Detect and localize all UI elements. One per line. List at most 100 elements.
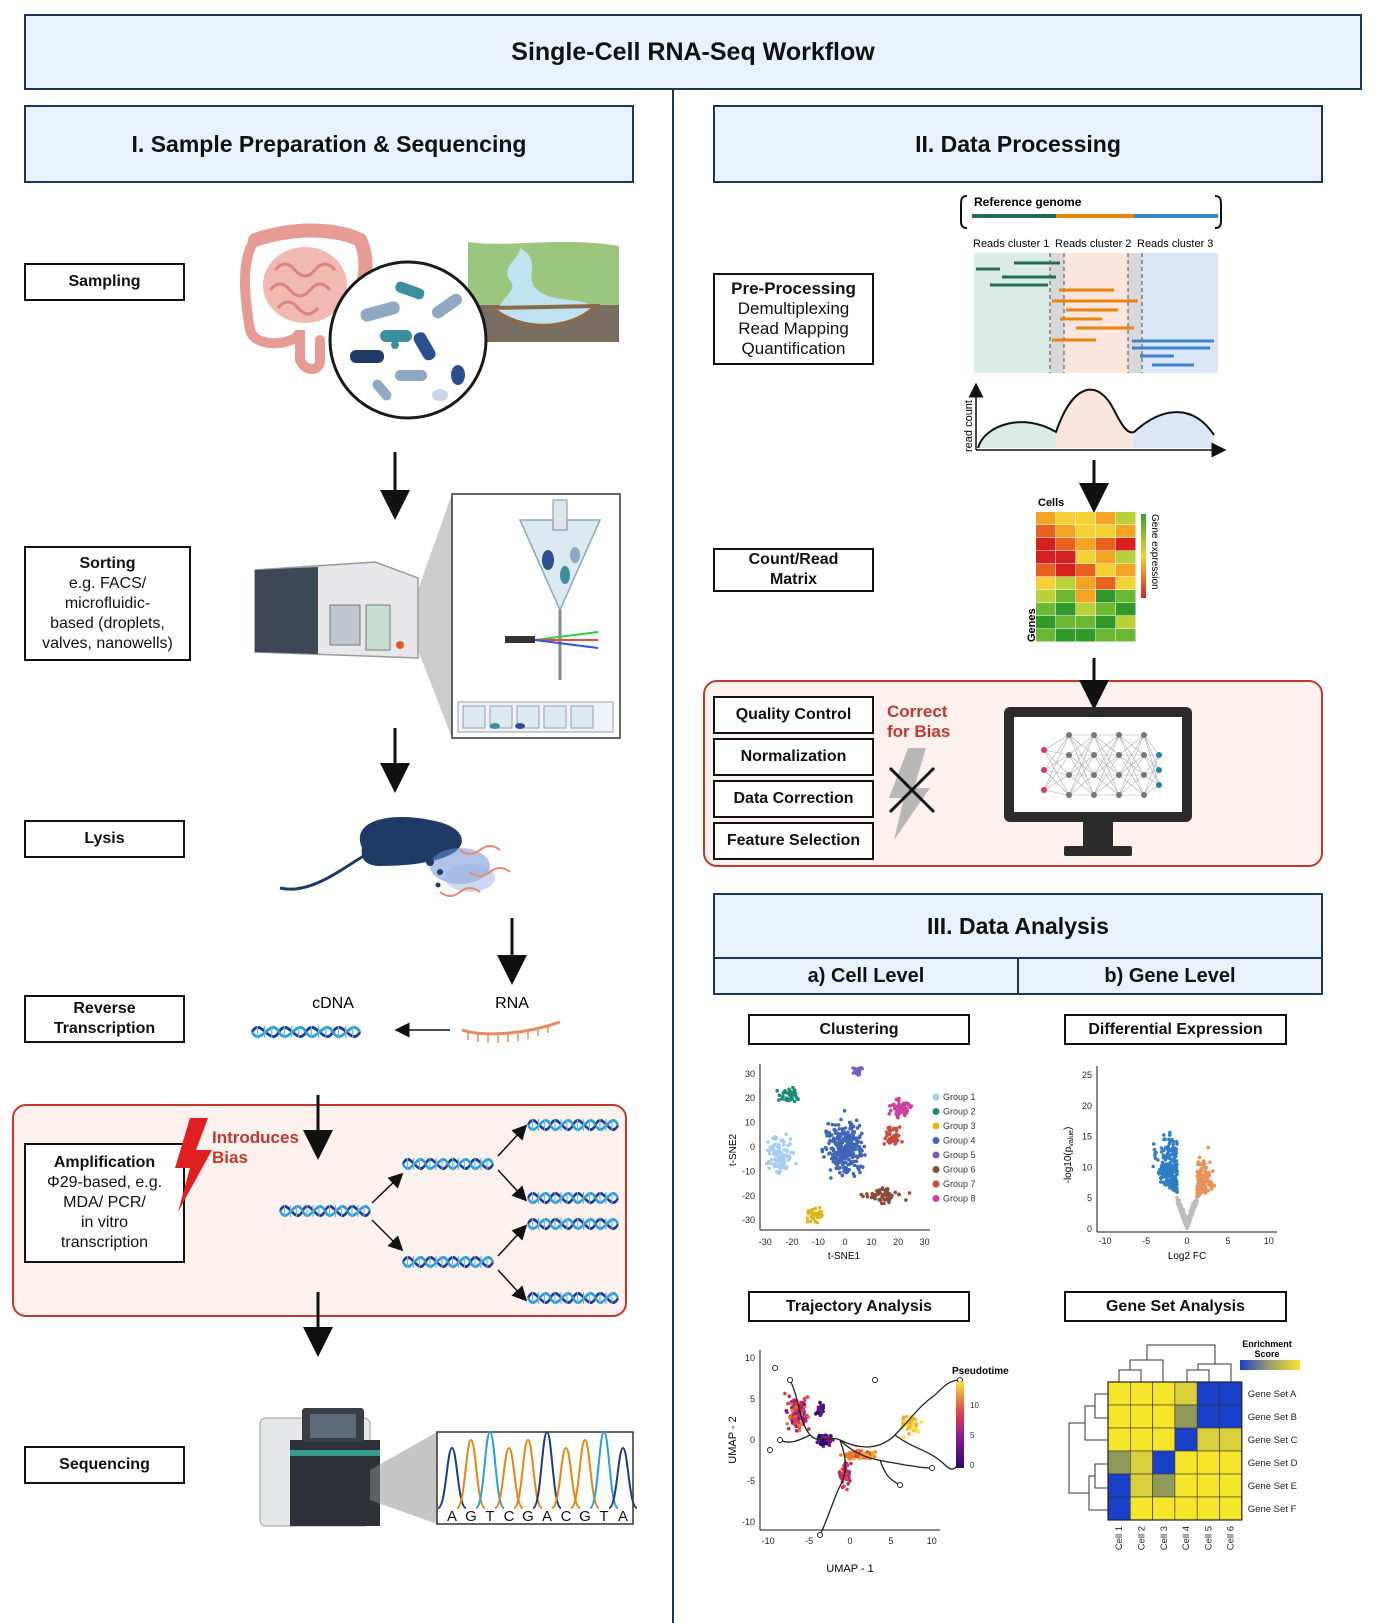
volcano-x-tick: 0 bbox=[1184, 1236, 1189, 1246]
tsne-point bbox=[851, 1171, 856, 1176]
step-amp-line: transcription bbox=[60, 1234, 149, 1251]
geneset-cell bbox=[1107, 1404, 1131, 1429]
step-rt-line: Transcription bbox=[53, 1020, 156, 1037]
tsne-point bbox=[788, 1142, 792, 1146]
tsne-point bbox=[894, 1128, 899, 1133]
geneset-cell bbox=[1219, 1404, 1243, 1429]
tsne-point bbox=[781, 1090, 786, 1095]
matrix-cell bbox=[1076, 616, 1096, 629]
volcano-point bbox=[1175, 1142, 1179, 1146]
umap-point bbox=[905, 1427, 910, 1431]
tsne-point bbox=[767, 1166, 771, 1171]
volcano-point bbox=[1167, 1137, 1171, 1142]
umap-point bbox=[797, 1428, 802, 1433]
tsne-point bbox=[844, 1137, 848, 1142]
matrix-cell bbox=[1056, 577, 1076, 590]
tsne-point bbox=[858, 1150, 862, 1155]
umap-point bbox=[802, 1412, 806, 1416]
step-reverse-transcription: Reverse Transcription bbox=[24, 995, 185, 1043]
volcano-point bbox=[1163, 1169, 1167, 1174]
umap-point bbox=[799, 1422, 803, 1426]
tsne-point bbox=[853, 1142, 857, 1147]
tsne-point bbox=[767, 1161, 772, 1166]
tsne-point bbox=[805, 1220, 810, 1224]
volcano-point bbox=[1206, 1145, 1210, 1150]
tsne-point bbox=[777, 1093, 782, 1097]
matrix-cell bbox=[1056, 616, 1076, 629]
tsne-point bbox=[844, 1132, 848, 1136]
umap-point bbox=[819, 1433, 824, 1438]
umap-point bbox=[838, 1474, 843, 1479]
geneset-cell bbox=[1107, 1381, 1131, 1406]
tsne-point bbox=[855, 1126, 860, 1130]
row-dendrogram bbox=[1068, 1393, 1108, 1511]
umap-y-tick: -5 bbox=[747, 1476, 755, 1486]
tsne-point bbox=[841, 1149, 845, 1153]
tsne-point bbox=[808, 1219, 813, 1224]
droplet-sorter-detail bbox=[451, 493, 621, 739]
geneset-cell bbox=[1152, 1381, 1176, 1406]
tsne-point bbox=[837, 1127, 842, 1131]
tsne-point bbox=[888, 1140, 892, 1145]
tsne-point bbox=[891, 1127, 895, 1132]
chromatogram-peak bbox=[608, 1446, 638, 1509]
tsne-point bbox=[784, 1096, 789, 1100]
gene-expression-label: Gene expression bbox=[1149, 514, 1160, 590]
matrix-cell bbox=[1076, 551, 1096, 564]
volcano-point bbox=[1151, 1164, 1155, 1169]
legend-entry: Group 8 bbox=[943, 1194, 976, 1204]
step-amp-line: MDA/ PCR/ bbox=[63, 1194, 146, 1211]
nn-node bbox=[1066, 772, 1072, 778]
volcano-y-label: -log10(pvalue) bbox=[1063, 1127, 1075, 1184]
geneset-label: Gene Set Analysis bbox=[1105, 1297, 1246, 1315]
tsne-point bbox=[873, 1196, 877, 1200]
tsne-point bbox=[888, 1128, 892, 1133]
tsne-point bbox=[837, 1138, 842, 1142]
tsne-point bbox=[836, 1150, 840, 1154]
matrix-cell bbox=[1116, 590, 1136, 603]
matrix-cell bbox=[1076, 577, 1096, 590]
landscape-icon bbox=[468, 241, 619, 342]
tsne-point bbox=[837, 1153, 842, 1157]
volcano-point bbox=[1202, 1190, 1207, 1194]
step-sampling-label: Sampling bbox=[68, 273, 141, 290]
tsne-y-tick: -10 bbox=[742, 1166, 755, 1176]
umap-point bbox=[908, 1424, 912, 1429]
umap-point bbox=[787, 1416, 792, 1420]
tsne-point bbox=[853, 1070, 858, 1074]
tsne-point bbox=[901, 1107, 906, 1111]
dna-gen2-icon bbox=[526, 1190, 620, 1206]
geneset-cell bbox=[1196, 1496, 1220, 1521]
geneset-box: Gene Set Analysis bbox=[1064, 1291, 1287, 1322]
volcano-point bbox=[1160, 1160, 1165, 1165]
tsne-point bbox=[836, 1123, 841, 1127]
pseudotime-tick: 5 bbox=[970, 1431, 975, 1440]
volcano-point bbox=[1195, 1189, 1200, 1193]
volcano-point bbox=[1200, 1185, 1204, 1190]
tsne-point bbox=[837, 1160, 842, 1165]
volcano-point bbox=[1161, 1155, 1166, 1160]
tsne-point bbox=[774, 1169, 779, 1174]
qc-label: Quality Control bbox=[735, 706, 852, 723]
tsne-point bbox=[766, 1148, 770, 1153]
tsne-point bbox=[882, 1142, 886, 1146]
cell-label: Cell 4 bbox=[1181, 1526, 1192, 1550]
tsne-point bbox=[858, 1134, 862, 1138]
volcano-point bbox=[1171, 1158, 1175, 1163]
volcano-point bbox=[1175, 1187, 1179, 1192]
tsne-point bbox=[769, 1157, 774, 1162]
step-sorting-line: valves, nanowells) bbox=[42, 634, 173, 652]
umap-point bbox=[842, 1484, 846, 1489]
volcano-point bbox=[1154, 1150, 1158, 1155]
step-data-correction: Data Correction bbox=[713, 780, 874, 818]
matrix-cell bbox=[1096, 616, 1116, 629]
dna-gen0-icon bbox=[278, 1203, 372, 1219]
tsne-point bbox=[794, 1161, 798, 1166]
nn-node bbox=[1066, 792, 1072, 798]
section-processing-title: II. Data Processing bbox=[915, 130, 1121, 157]
step-sequencing-label: Sequencing bbox=[59, 1456, 150, 1473]
tsne-point bbox=[843, 1126, 848, 1130]
legend-entry: Group 6 bbox=[943, 1165, 976, 1175]
umap-point bbox=[911, 1422, 915, 1426]
umap-point bbox=[901, 1416, 906, 1421]
